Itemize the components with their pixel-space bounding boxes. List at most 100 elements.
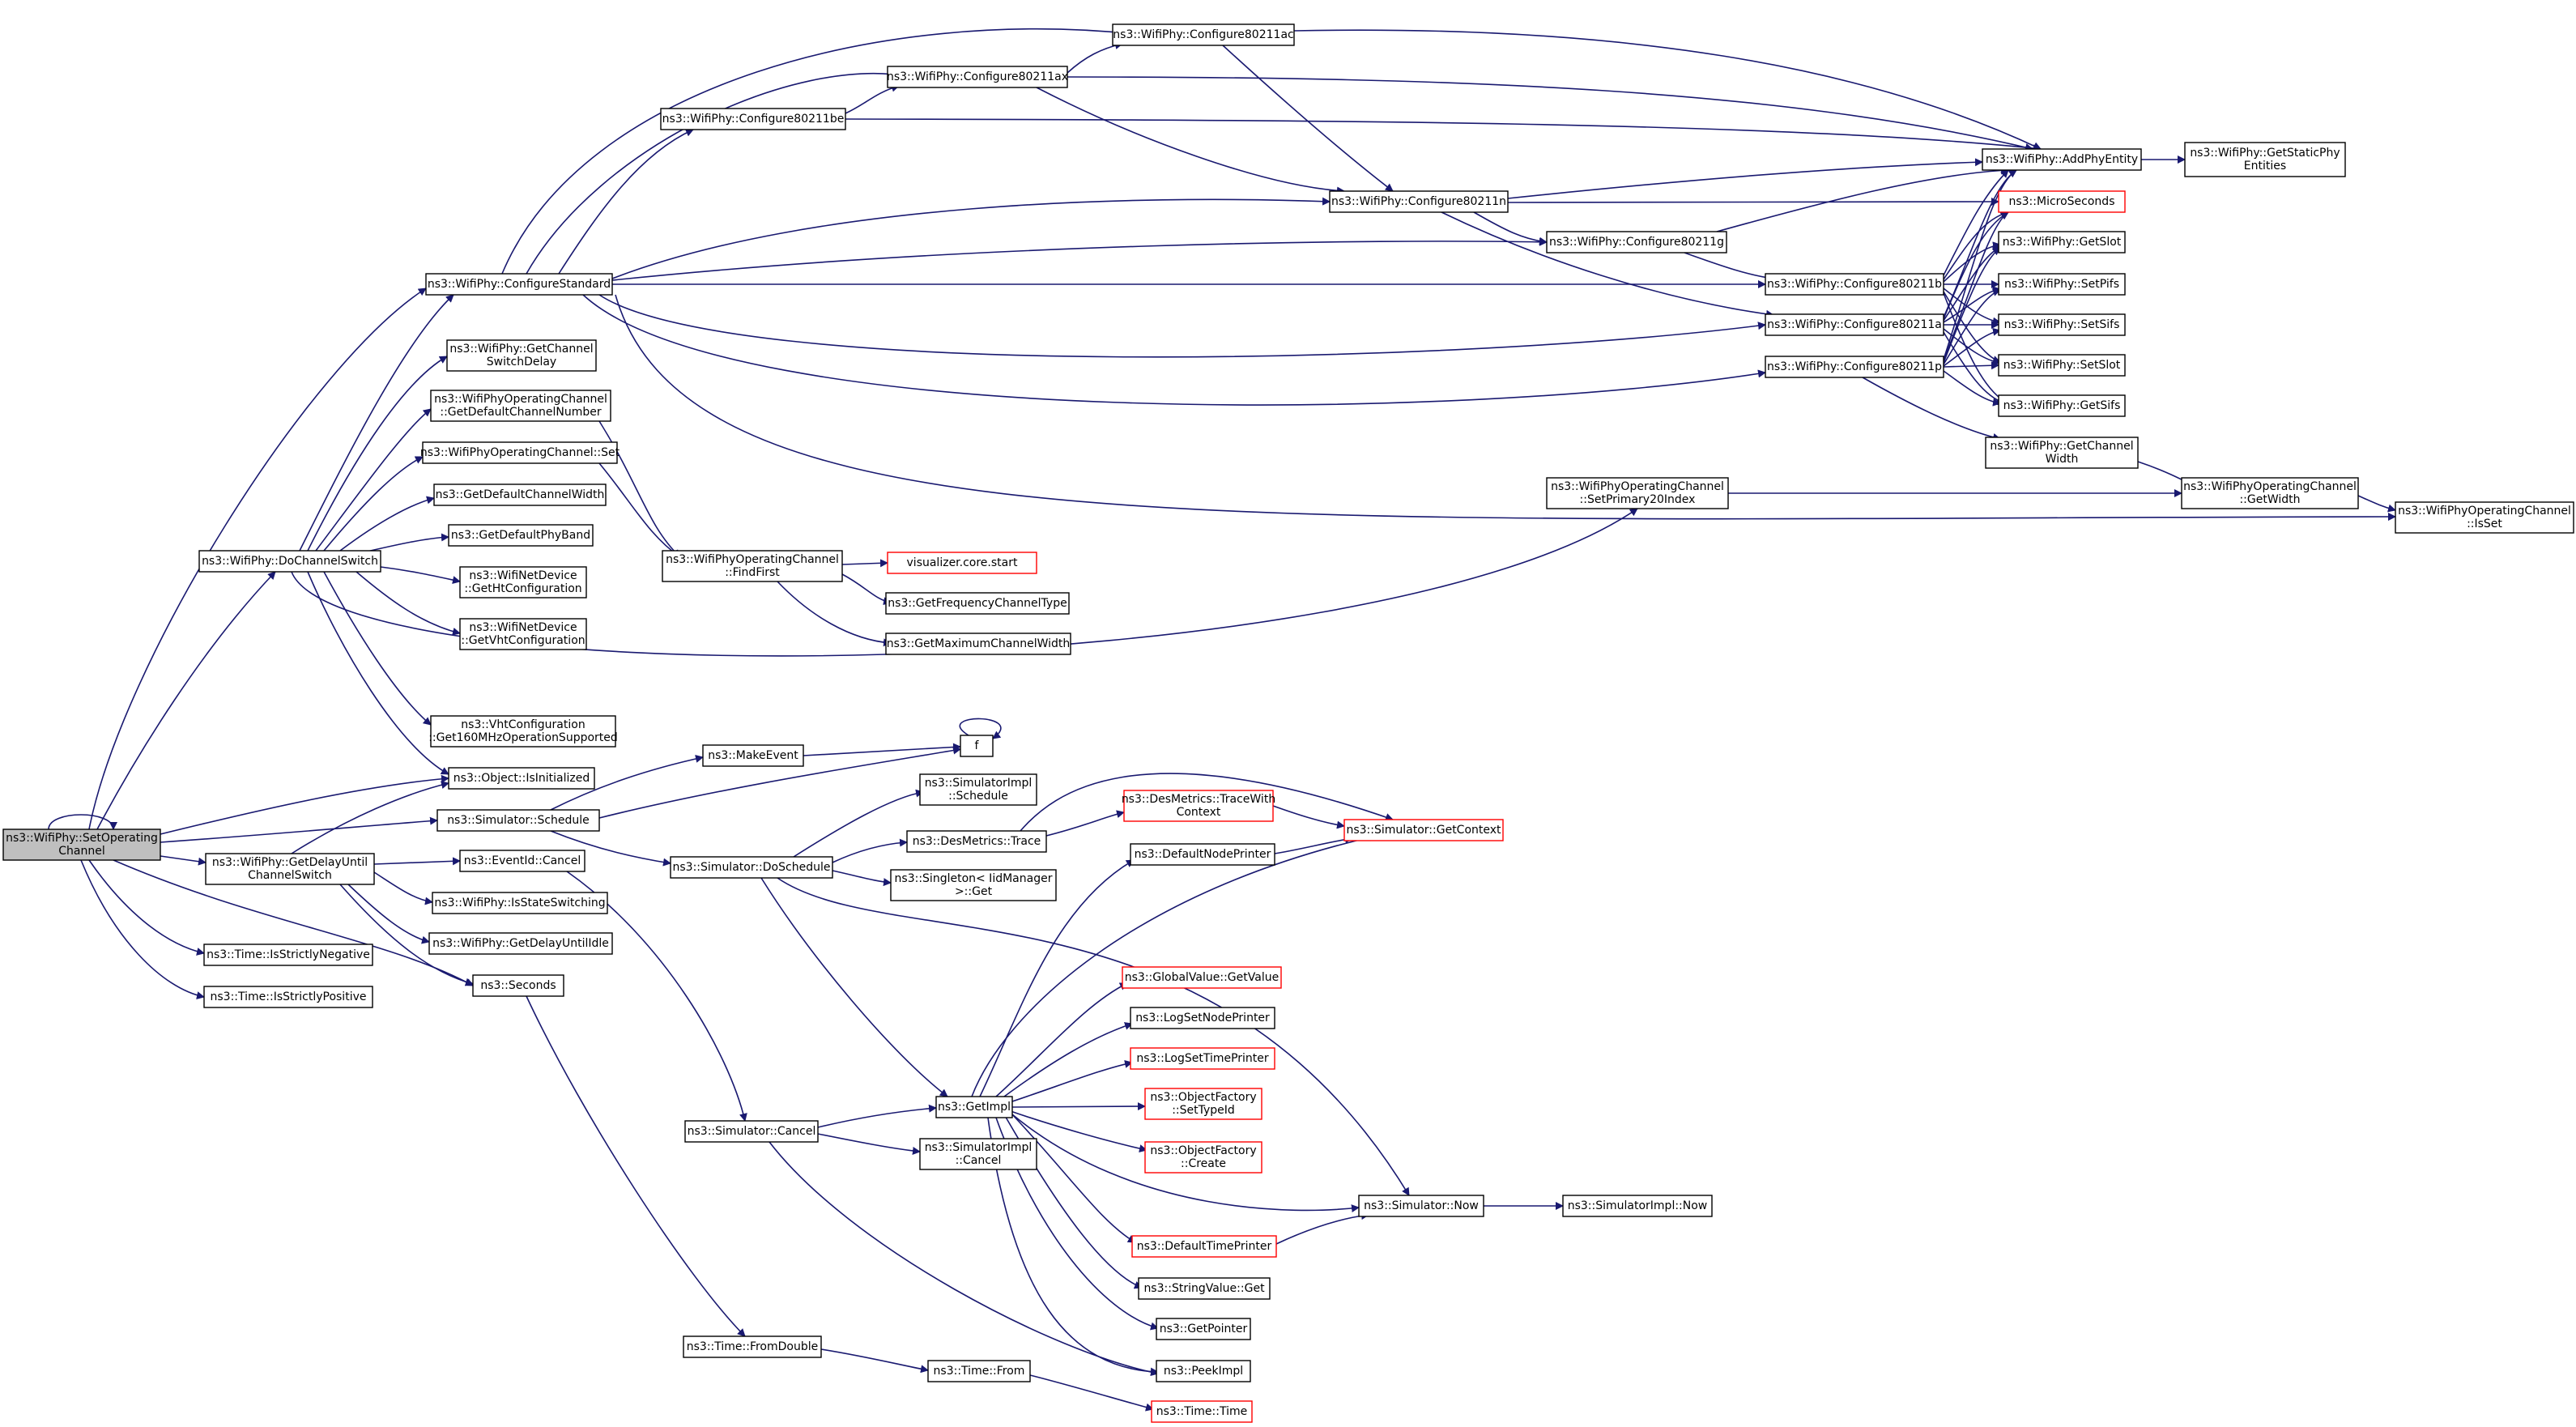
call-edge-dochsw-to-getvhtc	[356, 571, 461, 636]
edge-line	[1274, 835, 1353, 854]
node-getdefcw[interactable]: ns3::GetDefaultChannelWidth	[433, 483, 607, 506]
node-destrace[interactable]: ns3::DesMetrics::Trace	[906, 830, 1047, 853]
call-edge-dosched-to-simnow	[777, 877, 1410, 1196]
node-peekimpl[interactable]: ns3::PeekImpl	[1156, 1360, 1251, 1382]
node-simimplnow[interactable]: ns3::SimulatorImpl::Now	[1562, 1195, 1713, 1217]
edge-line	[1473, 211, 1548, 245]
node-setp20[interactable]: ns3::WifiPhyOperatingChannel::SetPrimary…	[1546, 477, 1729, 509]
call-edges	[48, 28, 2396, 1412]
node-dochsw[interactable]: ns3::WifiPhy::DoChannelSwitch	[198, 550, 381, 573]
node-isneg[interactable]: ns3::Time::IsStrictlyNegative	[203, 944, 373, 966]
node-singleton[interactable]: ns3::Singleton< IidManager >::Get	[890, 869, 1057, 901]
edge-line	[1943, 169, 2017, 360]
node-label: ns3::VhtConfiguration	[461, 718, 585, 731]
node-cfgn[interactable]: ns3::WifiPhy::Configure80211n	[1329, 190, 1509, 213]
node-setslot[interactable]: ns3::WifiPhy::SetSlot	[1998, 354, 2126, 377]
node-cfgp[interactable]: ns3::WifiPhy::Configure80211p	[1765, 356, 1944, 378]
node-logtime[interactable]: ns3::LogSetTimePrinter	[1130, 1047, 1275, 1070]
node-timefrom[interactable]: ns3::Time::From	[927, 1360, 1031, 1382]
edge-line	[769, 1141, 1159, 1377]
edge-line	[1067, 76, 2033, 151]
node-opchset[interactable]: ns3::WifiPhyOperatingChannel::Set	[420, 441, 620, 464]
node-cfgb[interactable]: ns3::WifiPhy::Configure80211b	[1765, 273, 1944, 296]
node-cfga[interactable]: ns3::WifiPhy::Configure80211a	[1765, 313, 1944, 336]
node-timetime[interactable]: ns3::Time::Time	[1151, 1400, 1253, 1423]
call-edge-setop-to-dochsw	[96, 571, 276, 830]
node-gethtc[interactable]: ns3::WifiNetDevice::GetHtConfiguration	[459, 566, 587, 598]
node-setsifs[interactable]: ns3::WifiPhy::SetSifs	[1998, 313, 2126, 336]
node-label: ns3::WifiPhy::GetStaticPhy	[2190, 147, 2340, 160]
node-f[interactable]: f	[960, 735, 994, 757]
call-edge-cfgb-to-getslot	[1943, 241, 2001, 283]
node-isset[interactable]: ns3::WifiPhyOperatingChannel::IsSet	[2395, 501, 2574, 534]
node-findfirst[interactable]: ns3::WifiPhyOperatingChannel::FindFirst	[662, 550, 843, 582]
node-get160[interactable]: ns3::VhtConfiguration::Get160MHzOperatio…	[428, 715, 618, 748]
node-simimplsch[interactable]: ns3::SimulatorImpl::Schedule	[919, 773, 1037, 806]
node-simsched[interactable]: ns3::Simulator::Schedule	[436, 809, 600, 832]
node-getdui[interactable]: ns3::WifiPhy::GetDelayUntilIdle	[428, 932, 613, 955]
node-simcancel[interactable]: ns3::Simulator::Cancel	[684, 1120, 819, 1143]
node-getwidth[interactable]: ns3::WifiPhyOperatingChannel::GetWidth	[2181, 477, 2359, 509]
node-isstsw[interactable]: ns3::WifiPhy::IsStateSwitching	[432, 892, 608, 914]
node-objinit[interactable]: ns3::Object::IsInitialized	[448, 767, 595, 790]
node-label: ns3::WifiPhy::AddPhyEntity	[1986, 153, 2138, 166]
node-getdefpb[interactable]: ns3::GetDefaultPhyBand	[448, 524, 594, 547]
node-label: ns3::WifiPhy::Configure80211ax	[887, 70, 1068, 83]
node-getmcw[interactable]: ns3::GetMaximumChannelWidth	[885, 633, 1071, 655]
node-getptr[interactable]: ns3::GetPointer	[1156, 1318, 1251, 1340]
call-edge-dosched-to-simimplsch	[793, 789, 924, 858]
node-cfgax[interactable]: ns3::WifiPhy::Configure80211ax	[887, 66, 1068, 88]
node-getvhtc[interactable]: ns3::WifiNetDevice::GetVhtConfiguration	[459, 618, 587, 650]
node-ofsettid[interactable]: ns3::ObjectFactory::SetTypeId	[1144, 1088, 1262, 1120]
edge-line	[2357, 495, 2396, 513]
node-getsifs[interactable]: ns3::WifiPhy::GetSifs	[1998, 394, 2126, 417]
node-simnow[interactable]: ns3::Simulator::Now	[1358, 1195, 1484, 1217]
edge-line	[598, 462, 681, 558]
node-label: ns3::Simulator::Cancel	[688, 1125, 816, 1138]
node-simimplcan[interactable]: ns3::SimulatorImpl::Cancel	[919, 1138, 1037, 1170]
node-getimpl[interactable]: ns3::GetImpl	[935, 1096, 1013, 1118]
node-getctx[interactable]: ns3::Simulator::GetContext	[1343, 819, 1504, 841]
node-setpifs[interactable]: ns3::WifiPhy::SetPifs	[1998, 273, 2126, 296]
node-label: ns3::SimulatorImpl	[925, 1141, 1033, 1154]
node-ispos[interactable]: ns3::Time::IsStrictlyPositive	[203, 986, 373, 1008]
call-edge-findfirst-to-viscore	[841, 559, 888, 568]
node-label: ::IsSet	[2467, 518, 2502, 530]
node-label: ::FindFirst	[725, 566, 780, 579]
node-fromdouble[interactable]: ns3::Time::FromDouble	[683, 1335, 822, 1358]
node-ofcreate[interactable]: ns3::ObjectFactory::Create	[1144, 1141, 1262, 1174]
node-getdefchn[interactable]: ns3::WifiPhyOperatingChannel::GetDefault…	[430, 390, 611, 422]
node-getslot[interactable]: ns3::WifiPhy::GetSlot	[1998, 231, 2126, 253]
node-dosched[interactable]: ns3::Simulator::DoSchedule	[670, 856, 833, 879]
node-evcancel[interactable]: ns3::EventId::Cancel	[459, 850, 585, 872]
node-box	[459, 566, 587, 598]
node-label: ns3::Simulator::DoSchedule	[673, 861, 831, 874]
node-label: ns3::WifiPhy::Configure80211b	[1767, 278, 1942, 291]
node-defnodep[interactable]: ns3::DefaultNodePrinter	[1130, 843, 1275, 866]
edge-line	[1067, 41, 1123, 74]
node-label: ::SetPrimary20Index	[1580, 493, 1696, 506]
node-getfct[interactable]: ns3::GetFrequencyChannelType	[885, 592, 1070, 615]
node-box	[684, 1120, 819, 1143]
node-micro[interactable]: ns3::MicroSeconds	[1998, 190, 2126, 213]
node-seconds[interactable]: ns3::Seconds	[472, 974, 564, 997]
node-viscore[interactable]: visualizer.core.start	[887, 552, 1037, 574]
node-cfgbe[interactable]: ns3::WifiPhy::Configure80211be	[660, 108, 846, 130]
node-cfgac[interactable]: ns3::WifiPhy::Configure80211ac	[1112, 23, 1295, 46]
node-addphy[interactable]: ns3::WifiPhy::AddPhyEntity	[1982, 148, 2142, 171]
node-cfgg[interactable]: ns3::WifiPhy::Configure80211g	[1546, 231, 1727, 253]
node-deftimep[interactable]: ns3::DefaultTimePrinter	[1131, 1235, 1277, 1258]
node-strget[interactable]: ns3::StringValue::Get	[1138, 1277, 1271, 1300]
node-label: Channel	[58, 845, 104, 858]
node-lognode[interactable]: ns3::LogSetNodePrinter	[1130, 1007, 1275, 1029]
node-makeevent[interactable]: ns3::MakeEvent	[702, 744, 804, 767]
edge-line	[598, 746, 961, 819]
node-gvget[interactable]: ns3::GlobalValue::GetValue	[1122, 966, 1282, 989]
node-cfgstd[interactable]: ns3::WifiPhy::ConfigureStandard	[425, 273, 613, 296]
